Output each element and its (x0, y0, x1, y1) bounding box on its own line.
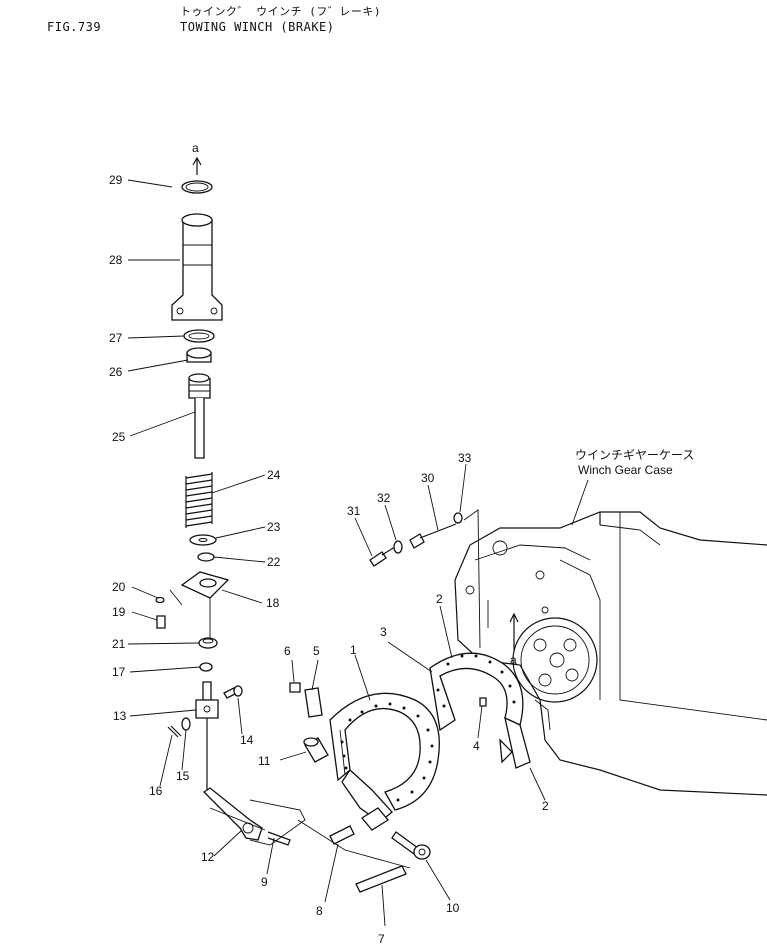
callout-9: 9 (261, 875, 268, 889)
part-3-brake-band (429, 652, 524, 732)
part-29-oring (181, 180, 213, 194)
winch-gear-case (454, 511, 767, 796)
part-28-body (171, 213, 223, 321)
title-english: TOWING WINCH (BRAKE) (180, 20, 335, 34)
case-label-jp: ウインチギヤーケース (575, 448, 694, 462)
part-6-bolt (289, 682, 301, 693)
part-22-ring (197, 552, 215, 562)
part-16-cotter-pin (167, 725, 182, 738)
part-13-clevis (195, 681, 219, 795)
case-label: ウインチギヤーケース Winch Gear Case (571, 448, 694, 526)
part-9-pin (267, 831, 291, 846)
callout-11: 11 (258, 754, 271, 768)
callout-25: 25 (112, 430, 126, 444)
callout-8: 8 (316, 904, 323, 918)
connector-a-top-label: a (192, 141, 199, 155)
callout-31: 31 (347, 504, 361, 518)
callout-1: 1 (350, 643, 357, 657)
part-15-washer (181, 717, 191, 731)
callout-7: 7 (378, 932, 385, 945)
part-21-nut (198, 637, 218, 649)
part-24-spring (185, 472, 213, 528)
callout-18: 18 (266, 596, 280, 610)
callout-28: 28 (109, 253, 123, 267)
callout-27: 27 (109, 331, 123, 345)
part-1-brake-band (329, 692, 440, 811)
callout-29: 29 (109, 173, 123, 187)
callout-15: 15 (176, 769, 190, 783)
callout-32: 32 (377, 491, 391, 505)
callout-12: 12 (201, 850, 215, 864)
callout-33: 33 (458, 451, 472, 465)
part-8-pin (329, 825, 355, 845)
part-26-ring (186, 347, 212, 363)
callout-2a: 2 (436, 592, 443, 606)
callout-16: 16 (149, 784, 163, 798)
connector-a-top: a (192, 141, 202, 175)
callout-26: 26 (109, 365, 123, 379)
case-label-en: Winch Gear Case (578, 463, 673, 477)
part-33-oring (453, 512, 463, 524)
callout-4: 4 (473, 739, 480, 753)
part-23-washer (189, 534, 217, 546)
part-19-bolt (156, 615, 166, 629)
callout-30: 30 (421, 471, 435, 485)
link-lines (169, 589, 411, 869)
callout-13: 13 (113, 709, 127, 723)
callout-3: 3 (380, 625, 387, 639)
figure-number: FIG.739 (47, 20, 102, 34)
callout-19: 19 (112, 605, 126, 619)
leader-lines (127, 179, 546, 927)
part-14-pin (223, 685, 243, 699)
part-1-band-ends (341, 769, 393, 831)
part-2-lining (499, 716, 531, 769)
callout-21: 21 (112, 637, 126, 651)
title-japanese: トゥインク゛ ウインチ (フ゛レーキ) (180, 5, 381, 18)
callout-20: 20 (112, 580, 126, 594)
callout-5: 5 (313, 644, 320, 658)
part-32-washer (393, 540, 403, 554)
part-4-rivet (479, 697, 487, 707)
callout-6: 6 (284, 644, 291, 658)
part-17-nut (199, 662, 213, 672)
part-11-sleeve (303, 737, 329, 763)
callout-24: 24 (267, 468, 281, 482)
callout-14: 14 (240, 733, 254, 747)
part-5-bracket (304, 687, 323, 718)
callout-numbers: 1 2 2 4 3 5 6 7 8 9 10 11 12 13 14 15 16… (109, 173, 549, 945)
part-20-washer (155, 596, 165, 604)
part-30-bolt (409, 523, 457, 549)
callout-22: 22 (267, 555, 281, 569)
part-18-cover (180, 571, 230, 640)
connector-a-case: a (463, 509, 519, 667)
part-27-seal (183, 329, 215, 343)
part-7-pin (355, 865, 407, 893)
part-10-eye-bolt (391, 831, 431, 860)
callout-10: 10 (446, 901, 460, 915)
part-12-lever (202, 787, 266, 841)
connector-a-case-label: a (510, 653, 517, 667)
callout-2b: 2 (542, 799, 549, 813)
part-25-piston (188, 373, 211, 459)
callout-23: 23 (267, 520, 281, 534)
callout-17: 17 (112, 665, 126, 679)
